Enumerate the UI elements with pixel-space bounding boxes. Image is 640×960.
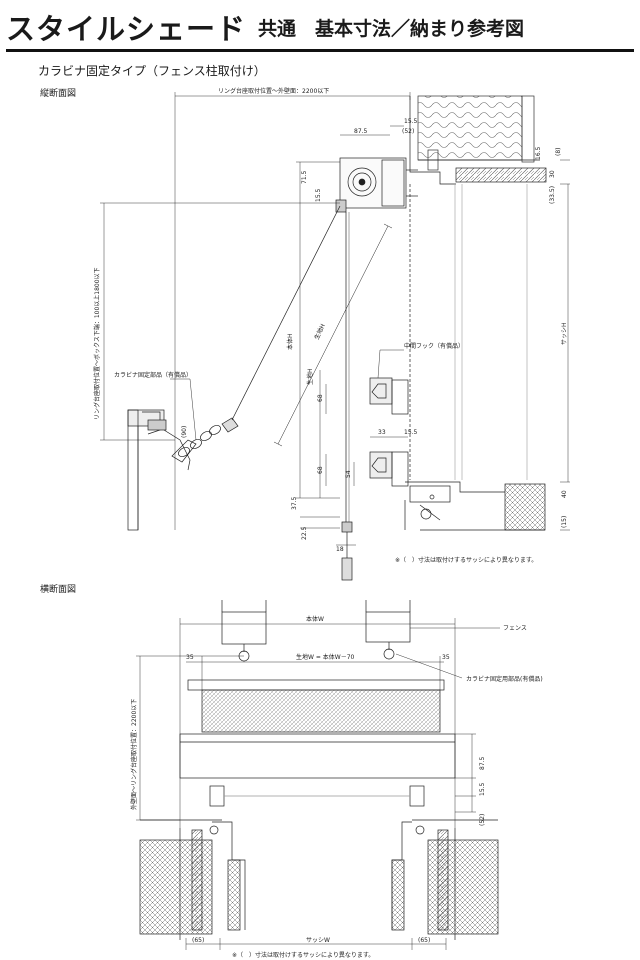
vertical-dim-text: リング台座取付位置～外壁面：2200以下 15.5 87.5 (52) 16.5… bbox=[93, 87, 568, 564]
dim-15-5b: 15.5 bbox=[315, 188, 322, 202]
label-carabiner-part-h: カラビナ固定用部品(有償品) bbox=[466, 675, 543, 683]
label-middle-hook: 中間フック（有償品） bbox=[404, 342, 464, 350]
dim-33: 33 bbox=[378, 429, 386, 436]
dim-54: 54 bbox=[345, 470, 352, 478]
dim-15-5-h: 15.5 bbox=[479, 782, 486, 796]
dim-ring-height: リング台座取付位置～ボックス下端：100以上1800以下 bbox=[93, 267, 101, 420]
dim-71-5: 71.5 bbox=[301, 170, 308, 184]
dim-68b: 68 bbox=[317, 466, 324, 474]
horizontal-section-label: 横断面図 bbox=[40, 585, 77, 595]
ring-right bbox=[383, 642, 395, 660]
label-fence: フェンス bbox=[503, 625, 527, 632]
bottom-bar-h bbox=[187, 679, 445, 691]
ring-left bbox=[238, 644, 250, 662]
dim-ring-to-wall: リング台座取付位置～外壁面：2200以下 bbox=[218, 87, 329, 95]
horizontal-note: ※（ ）寸法は取付けするサッシにより異なります。 bbox=[232, 951, 374, 959]
dim-body-w: 本体W bbox=[306, 615, 324, 623]
dim-fabric-h: 生地H bbox=[306, 368, 314, 385]
dim-lines bbox=[100, 92, 570, 546]
dim-35b: 35 bbox=[442, 654, 450, 661]
bottom-sill bbox=[404, 481, 546, 531]
wall-top bbox=[409, 95, 547, 185]
label-carabiner-part: カラビナ固定部品（有償品） bbox=[114, 371, 192, 379]
dim-8: (8) bbox=[555, 148, 562, 157]
dim-wall-ring: 外壁面～リング台座取付位置：2200以下 bbox=[130, 699, 138, 810]
carabiner-chain bbox=[171, 205, 341, 463]
dim-52-h: (52) bbox=[479, 814, 486, 826]
dim-16-5: 16.5 bbox=[535, 146, 542, 160]
fence-post-left bbox=[221, 611, 267, 645]
title-rule bbox=[6, 49, 634, 52]
vertical-note: ※（ ）寸法は取付けするサッシにより異なります。 bbox=[395, 556, 537, 564]
dim-68a: 68 bbox=[317, 394, 324, 402]
dim-35a: 35 bbox=[186, 654, 194, 661]
middle-hook-lower bbox=[369, 451, 409, 487]
dim-15: (15) bbox=[561, 516, 568, 528]
dim-30: 30 bbox=[549, 170, 556, 178]
dim-fabric-h-diag: 生地H bbox=[313, 322, 327, 340]
dim-sash-w: サッシW bbox=[306, 937, 330, 944]
dim-52: (52) bbox=[402, 128, 414, 135]
fabric-h bbox=[201, 689, 441, 733]
page-title: スタイルシェード bbox=[6, 12, 247, 46]
head-box-h bbox=[179, 733, 456, 779]
dim-15-5c: 15.5 bbox=[404, 429, 418, 436]
header: スタイルシェード 共通 基本寸法／納まり参考図 bbox=[0, 0, 640, 56]
brackets-h bbox=[209, 785, 425, 807]
fence-post bbox=[127, 409, 191, 531]
dim-sash-h: サッシH bbox=[561, 322, 568, 345]
middle-hook-upper bbox=[369, 377, 409, 415]
dim-lines-h bbox=[136, 618, 500, 950]
dim-33-5: (33.5) bbox=[549, 186, 556, 204]
dim-65a: (65) bbox=[192, 937, 204, 944]
sash-vertical bbox=[409, 184, 528, 480]
dim-37-5: 37.5 bbox=[291, 496, 298, 510]
dim-15-5a: 15.5 bbox=[404, 118, 418, 125]
dim-40: 40 bbox=[561, 490, 568, 498]
dim-22-5: 22.5 bbox=[301, 526, 308, 540]
dim-87-5: 87.5 bbox=[354, 128, 368, 135]
dim-65b: (65) bbox=[418, 937, 430, 944]
horizontal-dim-text: 本体W 生地W = 本体W－70 35 35 外壁面～リング台座取付位置：220… bbox=[130, 615, 543, 959]
head-box bbox=[335, 157, 418, 213]
dim-body-h: 本体H bbox=[286, 333, 294, 350]
dim-87-5-h: 87.5 bbox=[479, 756, 486, 770]
vertical-section bbox=[100, 92, 570, 581]
vertical-section-label: 縦断面図 bbox=[40, 89, 77, 99]
dim-90: (90) bbox=[181, 426, 188, 438]
leader-lines bbox=[170, 349, 404, 441]
wall-h bbox=[139, 819, 499, 940]
page-subtitle: 共通 基本寸法／納まり参考図 bbox=[258, 18, 525, 40]
horizontal-section bbox=[136, 600, 500, 950]
dim-18: 18 bbox=[336, 546, 344, 553]
variant-label: カラビナ固定タイプ（フェンス柱取付け） bbox=[38, 64, 266, 78]
fence-post-right bbox=[365, 611, 411, 643]
dim-fabric-w: 生地W = 本体W－70 bbox=[296, 653, 355, 661]
